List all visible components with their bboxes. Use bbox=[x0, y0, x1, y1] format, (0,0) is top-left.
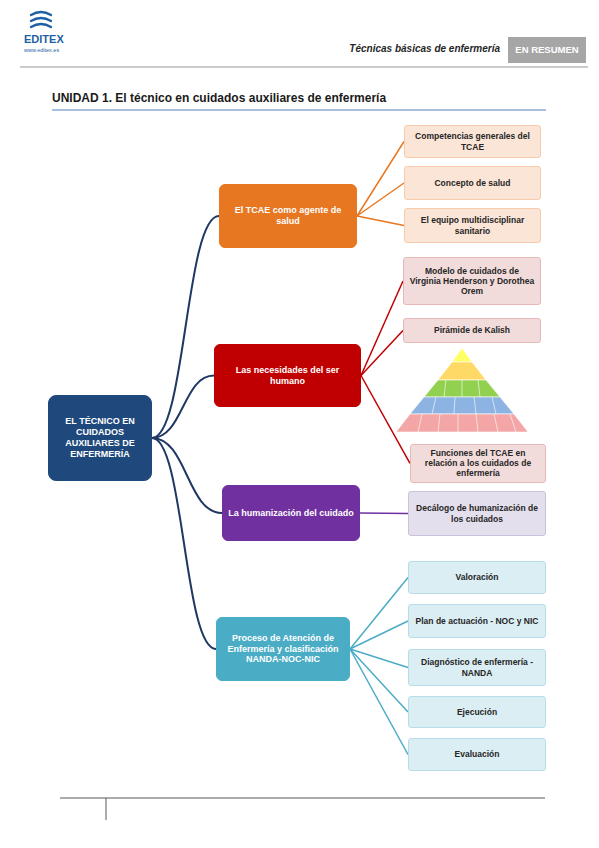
topic-box: Competencias generales del TCAE bbox=[404, 125, 541, 158]
footer-rule bbox=[60, 798, 545, 799]
pyramid-divider bbox=[438, 414, 440, 432]
branch-box: La humanización del cuidado bbox=[222, 485, 360, 541]
box-text: Competencias generales del TCAE bbox=[410, 131, 535, 151]
header-rule bbox=[20, 67, 588, 68]
box-text: El TCAE como agente de salud bbox=[225, 205, 351, 227]
box-text: La humanización del cuidado bbox=[228, 508, 354, 519]
branch-box: Las necesidades del ser humano bbox=[214, 344, 361, 407]
logo-stroke bbox=[31, 18, 51, 21]
box-text: El equipo multidisciplinar sanitario bbox=[410, 215, 535, 235]
topic-box: El equipo multidisciplinar sanitario bbox=[404, 208, 541, 243]
branch-box: Proceso de Atención de Enfermería y clas… bbox=[216, 617, 350, 681]
branch-connector bbox=[350, 621, 408, 649]
box-text: Plan de actuación - NOC y NIC bbox=[416, 616, 539, 626]
logo-stroke bbox=[31, 12, 51, 15]
branch-connector bbox=[357, 142, 404, 217]
topic-box: Concepto de salud bbox=[404, 166, 541, 200]
box-text: Modelo de cuidados de Virginia Henderson… bbox=[409, 266, 535, 297]
pyramid-level bbox=[424, 380, 500, 397]
branch-connector bbox=[350, 649, 408, 755]
pyramid-divider bbox=[492, 397, 496, 414]
box-text: Ejecución bbox=[457, 707, 497, 717]
branch-connector bbox=[357, 183, 404, 216]
pyramid-divider bbox=[478, 380, 480, 397]
pyramid-divider bbox=[432, 397, 436, 414]
pyramid-level bbox=[452, 348, 472, 362]
pyramid-divider bbox=[462, 380, 463, 397]
box-text: EN RESUMEN bbox=[515, 44, 578, 55]
section-badge: EN RESUMEN bbox=[508, 37, 586, 63]
branch-connector bbox=[361, 331, 403, 376]
pyramid-divider bbox=[510, 414, 516, 432]
box-text: Valoración bbox=[456, 572, 499, 582]
branch-connector bbox=[361, 281, 403, 376]
topic-box: Valoración bbox=[408, 561, 546, 594]
pyramid-level bbox=[396, 414, 528, 432]
topic-box: Evaluación bbox=[408, 738, 546, 771]
topic-box: Ejecución bbox=[408, 696, 546, 728]
branch-connector bbox=[350, 578, 408, 650]
branch-connector bbox=[152, 438, 222, 513]
logo-mark bbox=[31, 12, 51, 27]
pyramid-divider bbox=[474, 397, 476, 414]
box-text: Decálogo de humanización de los cuidados bbox=[414, 503, 540, 523]
unit-title: UNIDAD 1. El técnico en cuidados auxilia… bbox=[52, 91, 386, 105]
pyramid-divider bbox=[476, 414, 478, 432]
topic-box: Modelo de cuidados de Virginia Henderson… bbox=[403, 257, 541, 305]
root-box: EL TÉCNICO EN CUIDADOS AUXILIARES DE ENF… bbox=[48, 395, 152, 481]
pyramid-level bbox=[410, 397, 514, 414]
logo-text: EDITEX bbox=[24, 33, 64, 45]
branch-connector bbox=[152, 376, 214, 439]
pyramid-divider bbox=[444, 380, 446, 397]
box-text: Funciones del TCAE en relación a los cui… bbox=[416, 448, 540, 479]
branch-connector bbox=[152, 438, 216, 649]
branch-box: El TCAE como agente de salud bbox=[219, 184, 357, 248]
box-text: Las necesidades del ser humano bbox=[220, 365, 355, 387]
branch-connector bbox=[152, 216, 219, 438]
logo-stroke bbox=[31, 24, 51, 27]
kalish-pyramid bbox=[396, 348, 528, 432]
box-text: Proceso de Atención de Enfermería y clas… bbox=[222, 633, 344, 665]
title-rule bbox=[52, 110, 546, 111]
footer-tick bbox=[106, 798, 107, 820]
book-title: Técnicas básicas de enfermería bbox=[300, 43, 500, 54]
box-text: EL TÉCNICO EN CUIDADOS AUXILIARES DE ENF… bbox=[54, 416, 146, 459]
pyramid-level bbox=[438, 362, 486, 380]
branch-connector bbox=[357, 216, 404, 226]
branch-connector bbox=[361, 376, 410, 464]
pyramid-divider bbox=[454, 397, 455, 414]
topic-box: Decálogo de humanización de los cuidados bbox=[408, 491, 546, 536]
box-text: Concepto de salud bbox=[434, 178, 510, 188]
pyramid-divider bbox=[494, 414, 498, 432]
box-text: Evaluación bbox=[455, 749, 500, 759]
topic-box: Pirámide de Kalish bbox=[403, 318, 541, 343]
topic-box: Funciones del TCAE en relación a los cui… bbox=[410, 444, 546, 483]
topic-box: Plan de actuación - NOC y NIC bbox=[408, 604, 546, 638]
box-text: Diagnóstico de enfermería - NANDA bbox=[414, 657, 540, 677]
logo-url: www.editex.es bbox=[24, 47, 64, 53]
branch-connector bbox=[360, 512, 408, 514]
topic-box: Diagnóstico de enfermería - NANDA bbox=[408, 649, 546, 686]
pyramid-divider bbox=[458, 414, 459, 432]
pyramid-divider bbox=[418, 414, 422, 432]
box-text: Pirámide de Kalish bbox=[434, 325, 510, 335]
